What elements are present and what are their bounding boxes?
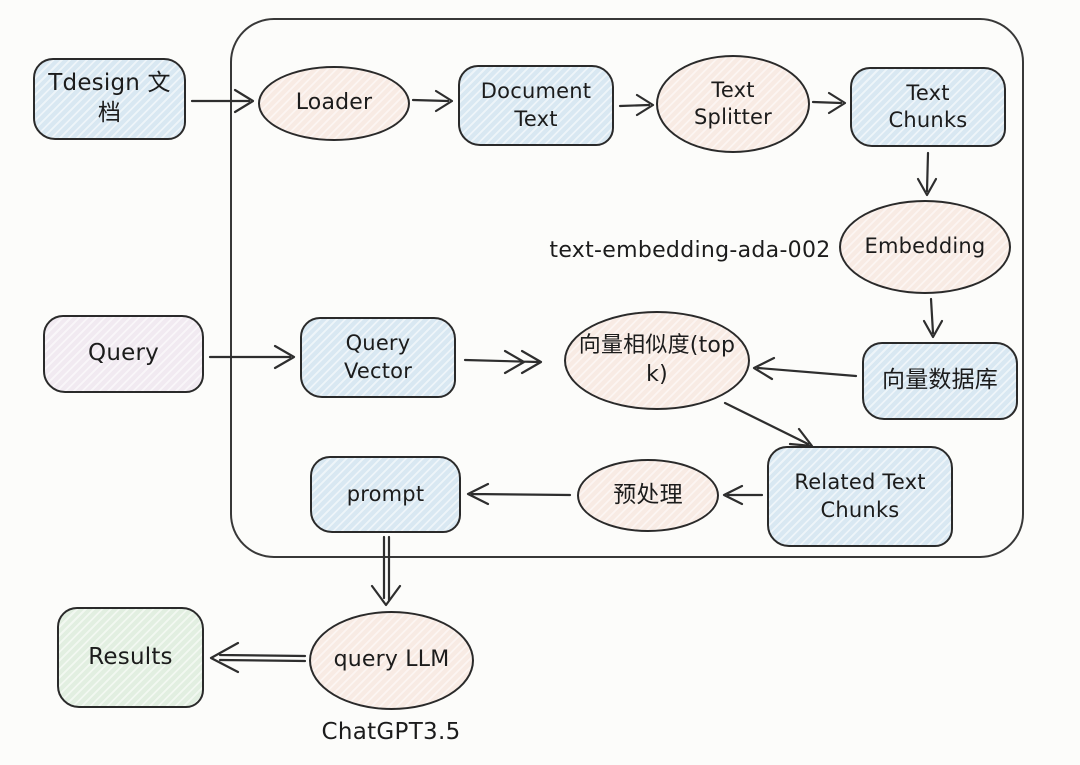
node-query-llm: query LLM [309,611,474,710]
node-query-vector-label: Query Vector [343,331,413,383]
embedding-model-annotation: text-embedding-ada-002 [549,238,831,263]
node-query-label: Query [88,340,159,367]
node-vector-similarity-label: 向量相似度(top k) [578,332,736,387]
node-text-chunks-label: Text Chunks [888,80,968,132]
node-embedding: Embedding [839,200,1011,294]
node-text-splitter-label: Text Splitter [694,77,772,129]
node-text-splitter: Text Splitter [656,55,810,153]
node-preprocess-label: 预处理 [613,481,683,508]
node-text-chunks: Text Chunks [850,67,1006,147]
node-query: Query [43,315,204,393]
node-embedding-label: Embedding [864,234,986,259]
node-query-llm-label: query LLM [333,647,450,673]
node-query-vector: Query Vector [300,317,456,398]
pipeline-boundary-frame [230,18,1024,558]
node-loader: Loader [258,66,410,141]
node-vector-similarity: 向量相似度(top k) [564,311,750,410]
node-vector-database: 向量数据库 [862,342,1018,420]
node-prompt: prompt [310,456,461,533]
node-document-text-label: Document Text [480,79,592,131]
llm-model-annotation: ChatGPT3.5 [321,719,461,745]
node-document-text: Document Text [458,65,614,146]
node-preprocess: 预处理 [577,459,719,532]
node-related-text-chunks: Related Text Chunks [767,446,953,547]
node-tdesign-doc: Tdesign 文档 [33,58,186,140]
node-vector-database-label: 向量数据库 [882,367,998,394]
node-loader-label: Loader [295,90,373,116]
arrow-queryllm-to-results [209,641,307,674]
node-results-label: Results [88,643,173,670]
node-prompt-label: prompt [346,481,425,506]
node-related-text-chunks-label: Related Text Chunks [794,470,926,522]
node-results: Results [57,607,204,708]
node-tdesign-doc-label: Tdesign 文档 [48,70,171,126]
